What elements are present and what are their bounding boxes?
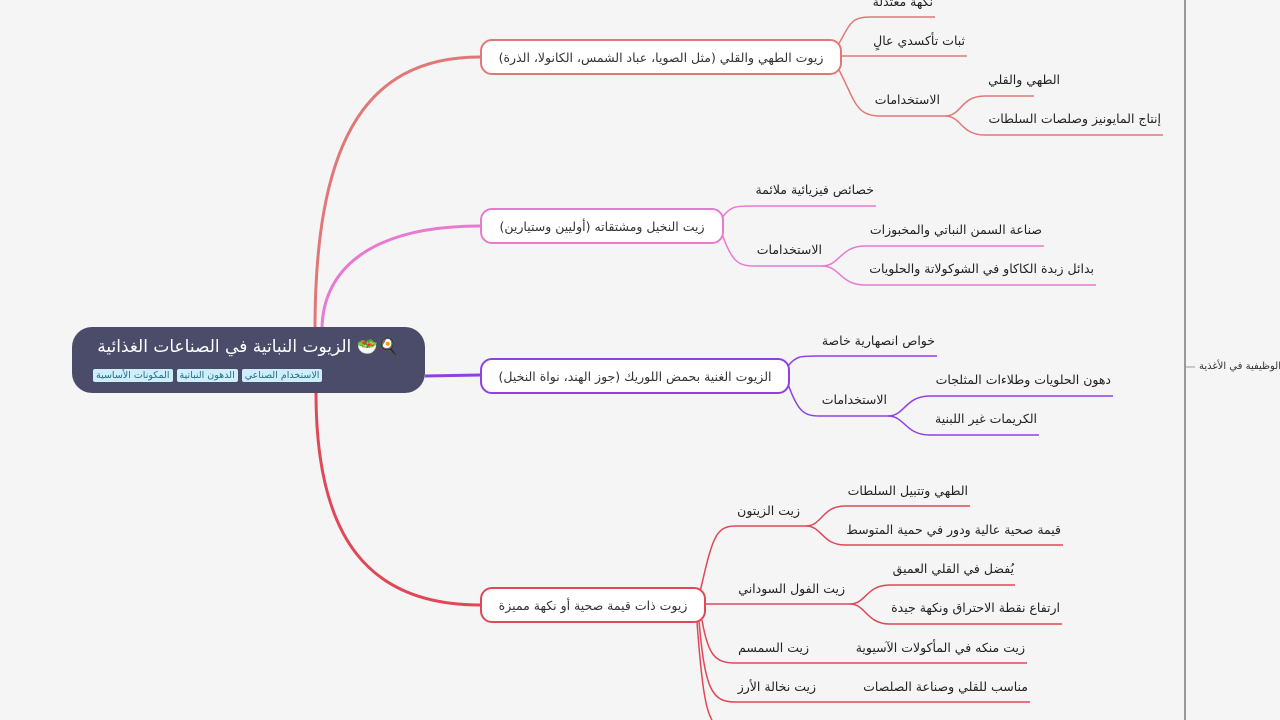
leaf-node[interactable]: خواص انصهارية خاصة [821,333,935,348]
leaf-node[interactable]: يُفضل في القلي العميق [892,561,1014,576]
leaf-node[interactable]: الكريمات غير اللبنية [935,411,1037,426]
tag[interactable]: المكونات الأساسية [93,369,173,382]
leaf-node[interactable]: بدائل زبدة الكاكاو في الشوكولاتة والحلوي… [869,261,1094,276]
root-tags: المكونات الأساسية الدهون النباتية الاستخ… [93,369,323,382]
branch-node-palm-oil[interactable]: زيت النخيل ومشتقاته (أوليين وستيارين) [480,208,724,244]
subtopic-node[interactable]: الاستخدامات [756,242,822,257]
leaf-node[interactable]: دهون الحلويات وطلاءات المثلجات [935,372,1111,387]
subtopic-node[interactable]: زيت السمسم [738,640,809,655]
leaf-node[interactable]: نكهة معتدلة [872,0,933,9]
subtopic-node[interactable]: الاستخدامات [874,92,940,107]
tag[interactable]: الاستخدام الصناعي [241,369,323,382]
root-title: 🍳🥗 الزيوت النباتية في الصناعات الغذائية [97,337,399,357]
subtopic-node[interactable]: الاستخدامات [821,392,887,407]
subtopic-node[interactable]: زيت الفول السوداني [738,581,845,596]
leaf-node[interactable]: صناعة السمن النباتي والمخبوزات [869,222,1042,237]
branch-node-health-oils[interactable]: زيوت ذات قيمة صحية أو نكهة مميزة [480,587,706,623]
root-node[interactable]: 🍳🥗 الزيوت النباتية في الصناعات الغذائية … [72,327,425,393]
leaf-node[interactable]: زيت منكه في المأكولات الآسيوية [855,640,1025,655]
leaf-node[interactable]: الطهي والقلي [988,72,1060,87]
side-node[interactable]: الوظيفية في الأغذية [1199,361,1280,372]
leaf-node[interactable]: إنتاج المايونيز وصلصات السلطات [988,111,1161,126]
branch-node-cooking-oils[interactable]: زيوت الطهي والقلي (مثل الصويا، عباد الشم… [480,39,842,75]
leaf-node[interactable]: قيمة صحية عالية ودور في حمية المتوسط [846,522,1061,537]
leaf-node[interactable]: الطهي وتتبيل السلطات [847,483,968,498]
tag[interactable]: الدهون النباتية [176,369,238,382]
leaf-node[interactable]: ارتفاع نقطة الاحتراق ونكهة جيدة [891,600,1060,615]
leaf-node[interactable]: ثبات تأكسدي عالٍ [873,33,965,48]
leaf-node[interactable]: مناسب للقلي وصناعة الصلصات [863,679,1028,694]
leaf-node[interactable]: خصائص فيزيائية ملائمة [755,182,874,197]
subtopic-node[interactable]: زيت الزيتون [737,503,800,518]
branch-node-lauric-oils[interactable]: الزيوت الغنية بحمض اللوريك (جوز الهند، ن… [480,358,790,394]
subtopic-node[interactable]: زيت نخالة الأرز [737,679,816,694]
